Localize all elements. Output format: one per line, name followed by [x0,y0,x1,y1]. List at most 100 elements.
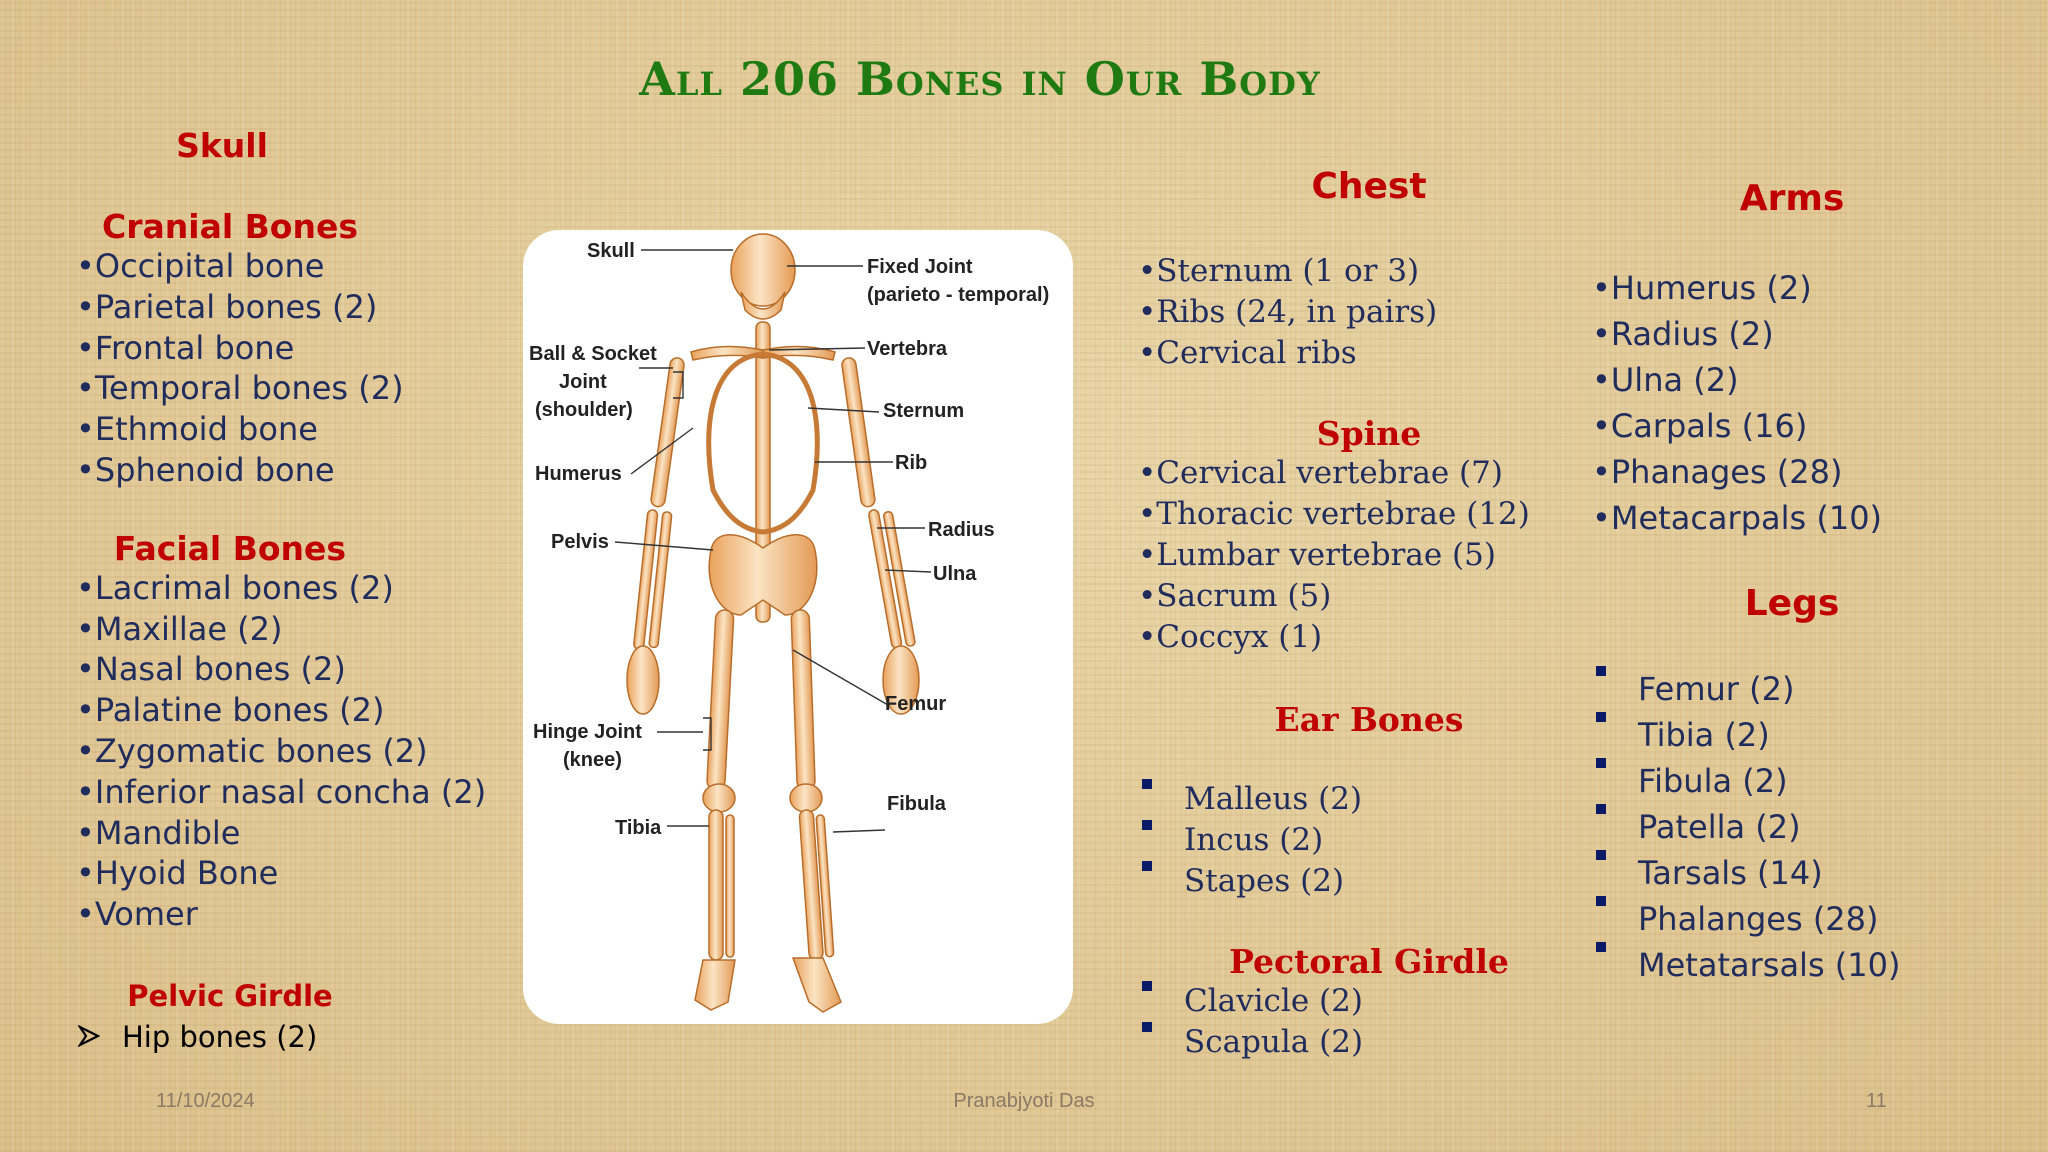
spine-list: •Cervical vertebrae (7) •Thoracic verteb… [1138,453,1598,658]
tibia-shape [708,809,724,961]
pelvis-shape [708,534,818,616]
list-item: •Phanages (28) [1592,453,1843,491]
list-item: •Palatine bones (2) [76,691,385,730]
fibula-shape [815,814,835,958]
label-hinge-joint: Hinge Joint [533,721,642,743]
list-item: •Maxillae (2) [76,609,283,648]
list-item: •Occipital bone [76,247,325,285]
skeleton-illustration: Skull Fixed Joint (parieto - temporal) V… [529,233,1049,1013]
list-item: •Zygomatic bones (2) [76,731,428,770]
knee-shape [789,783,823,813]
list-item: Metatarsals (10) [1592,942,2012,988]
arms-heading: Arms [1739,178,1845,219]
list-item: Tarsals (14) [1592,850,2012,896]
footer-author: Pranabjyoti Das [953,1090,1095,1112]
list-item: Hip bones (2) [76,1017,536,1057]
list-item: Phalanges (28) [1592,896,2012,942]
skull-heading: Skull [176,126,268,165]
list-item: •Nasal bones (2) [76,650,346,689]
list-item: •Cervical vertebrae (7) [1138,455,1503,491]
list-item: •Ethmoid bone [76,410,318,449]
list-item: •Radius (2) [1592,315,1774,353]
list-item: •Carpals (16) [1592,407,1808,445]
fibula-shape [725,814,735,958]
list-item: •Sacrum (5) [1138,578,1332,614]
list-item: •Inferior nasal concha (2) [76,772,487,811]
list-item: •Lacrimal bones (2) [76,568,394,607]
chest-column: Chest •Sternum (1 or 3) •Ribs (24, in pa… [1138,166,1598,1063]
list-item: •Lumbar vertebrae (5) [1138,537,1496,573]
ear-list: Malleus (2) Incus (2) Stapes (2) [1138,779,1598,902]
jaw-shape [740,291,786,320]
cranial-list: •Occipital bone •Parietal bones (2) •Fro… [76,246,536,491]
list-item: Tibia (2) [1592,712,2012,758]
list-item: •Ribs (24, in pairs) [1138,294,1438,330]
legs-list: Femur (2) Tibia (2) Fibula (2) Patella (… [1592,666,2012,988]
list-item: •Ulna (2) [1592,361,1739,399]
arrow-bullet-icon [78,1024,100,1047]
chest-list: •Sternum (1 or 3) •Ribs (24, in pairs) •… [1138,251,1598,374]
label-joint: Joint [559,371,607,393]
spine-heading: Spine [1316,414,1422,453]
cranial-heading: Cranial Bones [102,207,358,246]
pectoral-list: Clavicle (2) Scapula (2) [1138,981,1598,1063]
label-femur: Femur [885,693,946,715]
list-item: Clavicle (2) [1138,981,1598,1022]
label-rib: Rib [895,452,927,474]
facial-heading: Facial Bones [113,528,347,568]
list-item: •Sphenoid bone [76,450,335,489]
list-item: •Thoracic vertebrae (12) [1138,496,1530,532]
label-ulna: Ulna [933,563,977,585]
label-tibia: Tibia [615,817,662,839]
list-item: Incus (2) [1138,820,1598,861]
knee-shape [702,783,736,813]
list-item: Patella (2) [1592,804,2012,850]
label-fibula: Fibula [887,793,947,815]
list-item: •Cervical ribs [1138,335,1357,371]
label-ball-socket: Ball & Socket [529,343,657,365]
humerus-shape [650,357,685,508]
label-vertebra: Vertebra [867,338,948,360]
hand-shape [626,645,660,715]
ear-heading: Ear Bones [1274,700,1464,739]
pelvic-heading: Pelvic Girdle [127,978,333,1013]
footer-date: 11/10/2024 [156,1090,255,1112]
label-pelvis: Pelvis [551,531,609,553]
list-item: Fibula (2) [1592,758,2012,804]
list-item: •Vomer [76,895,198,934]
arms-list: •Humerus (2) •Radius (2) •Ulna (2) •Carp… [1592,265,2012,541]
list-item: •Coccyx (1) [1138,619,1323,655]
label-parieto: (parieto - temporal) [867,284,1049,306]
pelvic-list: Hip bones (2) [76,1017,536,1057]
footer-page-number: 11 [1866,1090,1887,1112]
forearm-shape [882,511,916,647]
list-item: •Mandible [76,813,241,852]
list-item: •Frontal bone [76,328,295,367]
label-skull: Skull [587,240,635,262]
list-item: Malleus (2) [1138,779,1598,820]
label-fixed-joint: Fixed Joint [867,256,973,278]
list-item: Femur (2) [1592,666,2012,712]
slide-title: All 206 Bones in Our Body [639,52,1321,106]
label-knee: (knee) [563,749,622,771]
label-humerus: Humerus [535,463,622,485]
femur-shape [706,609,735,791]
list-item: •Sternum (1 or 3) [1138,253,1420,289]
pelvic-item-label: Hip bones (2) [122,1019,318,1054]
foot-shape [791,957,842,1013]
list-item: Stapes (2) [1138,861,1598,902]
facial-list: •Lacrimal bones (2) •Maxillae (2) •Nasal… [76,568,536,935]
list-item: •Metacarpals (10) [1592,499,1883,537]
pectoral-heading: Pectoral Girdle [1229,942,1509,981]
humerus-shape [841,357,876,508]
label-shoulder: (shoulder) [535,399,633,421]
skull-column: Skull Cranial Bones •Occipital bone •Par… [76,126,536,1057]
limbs-column: Arms •Humerus (2) •Radius (2) •Ulna (2) … [1592,178,2012,988]
chest-heading: Chest [1311,166,1427,207]
foot-shape [694,959,736,1011]
list-item: •Parietal bones (2) [76,287,378,326]
legs-heading: Legs [1744,583,1840,624]
list-item: Scapula (2) [1138,1022,1598,1063]
femur-shape [790,609,816,791]
skull-shape [730,233,796,307]
